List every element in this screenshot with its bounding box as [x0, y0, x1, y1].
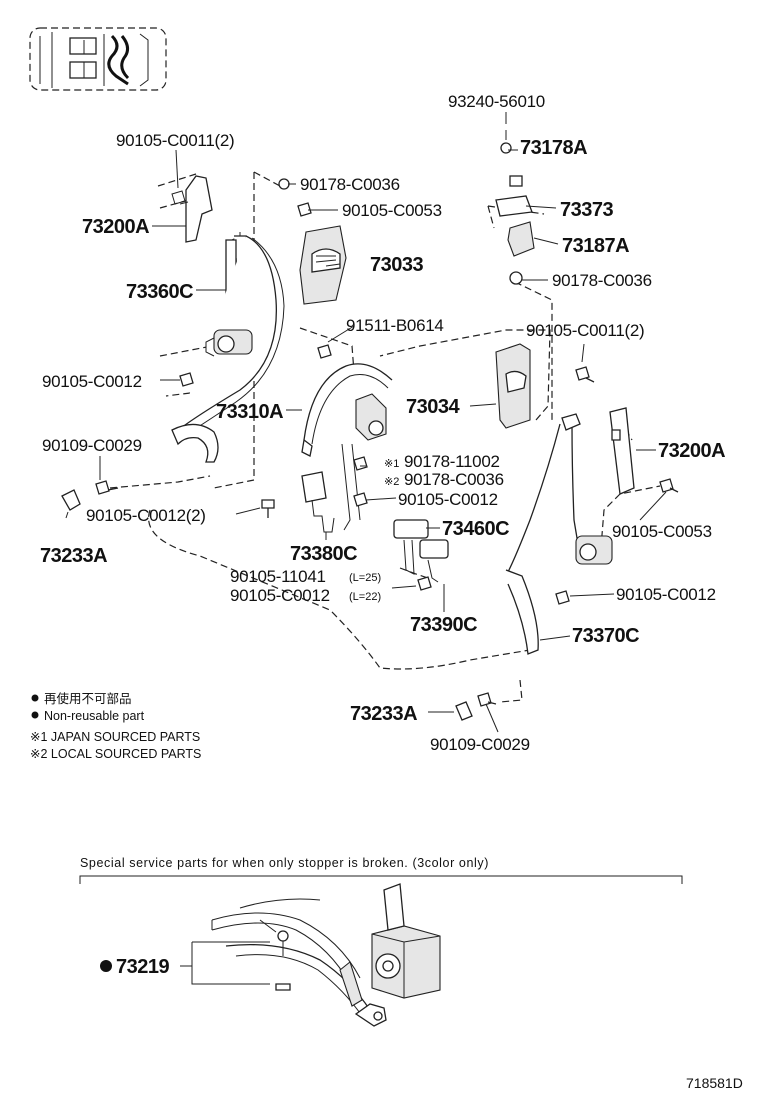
label-73233A-left: 73233A	[40, 545, 107, 567]
label-90105-C0012-mid: 90105-C0012	[398, 490, 498, 509]
center-seat-belt	[301, 363, 393, 531]
fastener-bolts	[95, 178, 679, 707]
label-73034: 73034	[406, 396, 460, 418]
label-90178-11002: 90178-11002	[404, 452, 500, 471]
roof-mount-parts	[495, 130, 535, 257]
label-73373: 73373	[560, 199, 613, 221]
label-90178-C0036-left: 90178-C0036	[300, 175, 400, 194]
label-91511-B0614: 91511-B0614	[346, 316, 444, 335]
pillar-trim-73033	[299, 225, 347, 305]
buckle-assemblies	[301, 471, 449, 583]
label-73200A-left: 73200A	[82, 216, 149, 238]
leader-lines	[65, 112, 667, 733]
label-90105-C0012-2: 90105-C0012(2)	[86, 506, 206, 525]
label-90105-C0053-left: 90105-C0053	[342, 201, 442, 220]
label-73178A: 73178A	[520, 137, 587, 159]
label-73187A: 73187A	[562, 235, 629, 257]
label-90105-C0012-right: 90105-C0012	[616, 585, 716, 604]
figure-code: 718581D	[686, 1075, 743, 1091]
label-90105-11041: 90105-11041	[230, 567, 326, 586]
label-73033: 73033	[370, 254, 423, 276]
label-73380C: 73380C	[290, 543, 357, 565]
inset-caption: Special service parts for when only stop…	[80, 856, 489, 870]
label-93240-56010: 93240-56010	[448, 92, 545, 111]
non-reusable-dot-icon	[31, 694, 39, 702]
label-90178-C0036-mid: 90178-C0036	[404, 470, 504, 489]
label-73219: 73219	[116, 956, 169, 978]
label-73390C: 73390C	[410, 614, 477, 636]
legend: 再使用不可部品 Non-reusable part ※1 JAPAN SOURC…	[30, 691, 201, 761]
label-73360C: 73360C	[126, 281, 193, 303]
label-73233A-bottom: 73233A	[350, 703, 417, 725]
non-reusable-dot-icon	[100, 960, 112, 972]
label-73310A: 73310A	[216, 401, 283, 423]
label-90105-C0053-right: 90105-C0053	[612, 522, 712, 541]
non-reusable-dot-icon	[31, 711, 39, 719]
label-90109-C0029-left: 90109-C0029	[42, 436, 142, 455]
legend-line-4: ※2 LOCAL SOURCED PARTS	[30, 747, 201, 761]
label-73370C: 73370C	[572, 625, 639, 647]
legend-line-1: 再使用不可部品	[44, 691, 132, 706]
label-90105-11041-note: (L=25)	[349, 572, 381, 584]
label-90105-C0012-low-note: (L=22)	[349, 591, 381, 603]
label-73460C: 73460C	[442, 518, 509, 540]
legend-line-2: Non-reusable part	[44, 709, 145, 723]
rear-seat-outer-belt-left	[171, 175, 285, 463]
label-90105-C0012-left: 90105-C0012	[42, 372, 142, 391]
label-90105-C0012-low: 90105-C0012	[230, 586, 330, 605]
label-90109-C0029-bottom: 90109-C0029	[430, 735, 530, 754]
label-73200A-right: 73200A	[658, 440, 725, 462]
label-90105-C0011-2-right: 90105-C0011(2)	[526, 321, 644, 340]
legend-line-3: ※1 JAPAN SOURCED PARTS	[30, 730, 200, 744]
part-labels: 93240-56010 73178A 73373 73187A 90178-C0…	[40, 92, 726, 754]
label-90178-C0036-top: 90178-C0036	[552, 271, 652, 290]
pillar-trim-73034	[495, 343, 531, 429]
label-mark2: ※2	[384, 476, 399, 488]
label-mark1: ※1	[384, 458, 399, 470]
service-parts-inset: Special service parts for when only stop…	[79, 856, 683, 1027]
belt-cover-73233A	[61, 489, 473, 721]
label-90105-C0011-2-left: 90105-C0011(2)	[116, 131, 234, 150]
vehicle-locator-icon	[29, 27, 167, 91]
